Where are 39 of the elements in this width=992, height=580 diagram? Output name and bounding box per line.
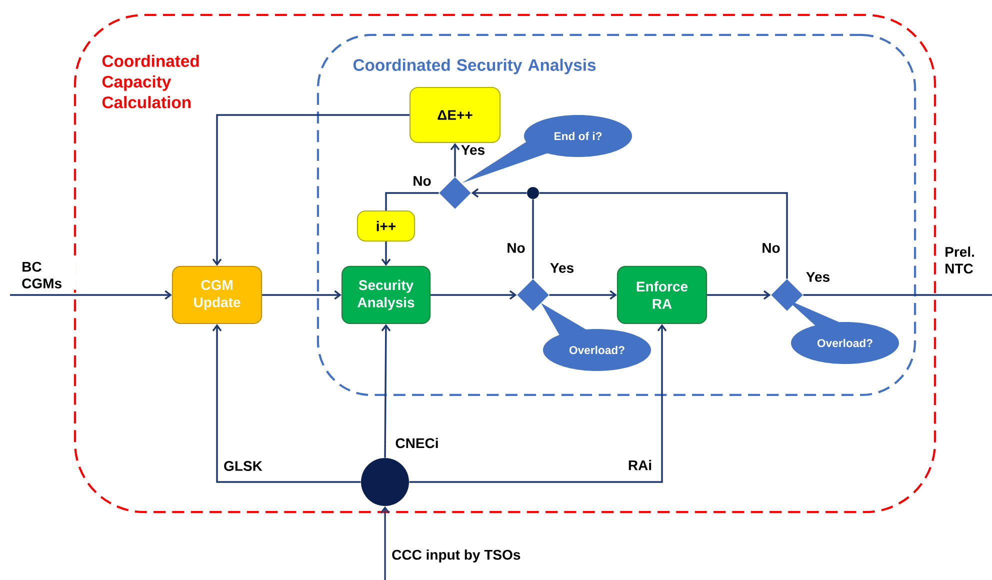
edge-label: Yes xyxy=(460,144,486,156)
edge-label: No xyxy=(760,242,782,254)
arrow xyxy=(212,114,410,266)
arrow xyxy=(450,143,460,177)
input-circle xyxy=(361,458,409,506)
edge-label: CCC input by TSOs xyxy=(390,548,522,564)
junction-dot xyxy=(527,187,539,199)
process-box: Security Analysis xyxy=(341,266,431,324)
arrow xyxy=(380,506,390,580)
process-box: i++ xyxy=(356,210,416,242)
edge-label: Yes xyxy=(548,262,576,274)
arrow xyxy=(549,290,617,300)
edge-label: GLSK xyxy=(222,460,264,472)
callout-bubble: Overload? xyxy=(541,303,651,371)
process-box: Enforce RA xyxy=(616,266,708,324)
edge-label: BC CGMs xyxy=(20,260,76,290)
process-box: ΔE++ xyxy=(409,87,501,143)
edge-label: No xyxy=(505,242,527,254)
edge-label: Yes xyxy=(804,270,832,284)
arrow xyxy=(471,188,527,198)
callout-bubble: Overload? xyxy=(786,299,899,364)
arrow xyxy=(409,324,667,483)
decision-diamond xyxy=(771,279,803,311)
arrow xyxy=(381,242,391,266)
arrow xyxy=(262,290,342,300)
decision-diamond xyxy=(517,279,549,311)
region-title: Coordinated Capacity Calculation xyxy=(102,54,199,108)
arrow xyxy=(430,290,517,300)
output-label: Prel. NTC xyxy=(943,245,986,275)
arrow xyxy=(381,324,391,458)
process-box: CGM Update xyxy=(172,266,262,324)
edge-label: No xyxy=(411,174,433,188)
arrow xyxy=(212,324,361,483)
region-title: Coordinated Security Analysis xyxy=(353,58,596,74)
arrow xyxy=(707,290,771,300)
edge-label: RAi xyxy=(626,458,654,472)
edge-label: CNECi xyxy=(394,436,440,450)
arrow xyxy=(10,290,172,300)
decision-diamond xyxy=(439,177,471,209)
